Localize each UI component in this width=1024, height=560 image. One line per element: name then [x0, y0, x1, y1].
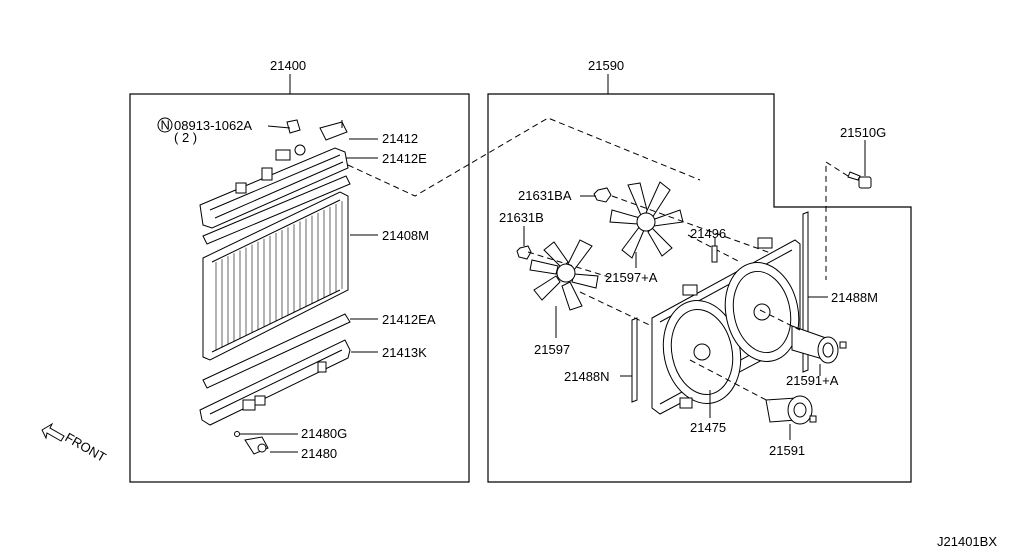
label-08913-1062A: 08913-1062A: [174, 118, 252, 133]
bolt-dashed-guide: [825, 161, 849, 280]
fan-shroud: [651, 237, 801, 415]
label-21480: 21480: [301, 446, 337, 461]
nut-21631BA: [593, 187, 612, 203]
screw-part: [267, 119, 301, 134]
label-21480G: 21480G: [301, 426, 347, 441]
label-21475: 21475: [690, 420, 726, 435]
front-label: FRONT: [63, 430, 109, 465]
label-21591A: 21591+A: [786, 373, 839, 388]
label-21591: 21591: [769, 443, 805, 458]
lower-tank: [199, 339, 351, 426]
label-qty-2: ( 2 ): [174, 130, 197, 145]
fan-group-number: 21590: [588, 58, 624, 73]
resistor-21496: [711, 245, 718, 263]
label-21496: 21496: [690, 226, 726, 241]
radiator-group-frame: [129, 93, 470, 483]
label-21631BA: 21631BA: [518, 188, 572, 203]
label-21413K: 21413K: [382, 345, 427, 360]
upper-seal: [202, 175, 351, 245]
drain-cock: [244, 436, 269, 455]
label-21631B: 21631B: [499, 210, 544, 225]
upper-tank: [199, 120, 349, 229]
drain-seal: [234, 431, 240, 437]
fan-motor-lower: [765, 395, 817, 425]
fan-group-frame: [487, 93, 912, 483]
label-21488N: 21488N: [564, 369, 610, 384]
nut-21631B: [516, 245, 532, 260]
screw-callout: N 08913-1062A ( 2 ): [157, 117, 252, 145]
screw-circle-letter: N: [161, 118, 170, 133]
bolt-part: [847, 171, 872, 189]
label-21408M: 21408M: [382, 228, 429, 243]
fan-blade-upper: [609, 181, 684, 259]
fan-blade-lower: [529, 239, 599, 311]
radiator-group-number: 21400: [270, 58, 306, 73]
diagram-id: J21401BX: [937, 534, 997, 549]
label-21412: 21412: [382, 131, 418, 146]
seal-strip-left: [631, 317, 638, 403]
label-21597: 21597: [534, 342, 570, 357]
radiator-core: [202, 191, 349, 361]
lower-seal: [202, 313, 351, 389]
connection-line: [347, 117, 701, 197]
front-arrow-icon: [41, 422, 65, 442]
label-21412E: 21412E: [382, 151, 427, 166]
label-21597A: 21597+A: [605, 270, 658, 285]
fan-motor-upper: [791, 325, 847, 364]
label-21488M: 21488M: [831, 290, 878, 305]
label-21412EA: 21412EA: [382, 312, 436, 327]
label-21510G: 21510G: [840, 125, 886, 140]
